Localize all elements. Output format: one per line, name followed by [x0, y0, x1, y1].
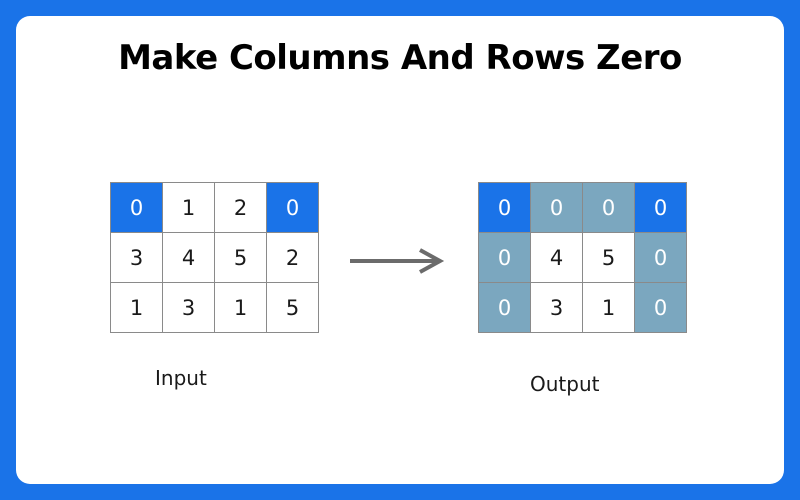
right-arrow-icon	[350, 248, 445, 274]
output-cell: 1	[582, 282, 635, 333]
input-cell: 4	[162, 232, 215, 283]
output-cell: 0	[634, 182, 687, 233]
input-cell: 0	[110, 182, 163, 233]
output-cell: 5	[582, 232, 635, 283]
input-caption: Input	[155, 366, 207, 390]
input-cell: 3	[110, 232, 163, 283]
output-cell: 0	[530, 182, 583, 233]
output-caption: Output	[530, 372, 600, 396]
output-cell: 0	[478, 282, 531, 333]
input-cell: 5	[266, 282, 319, 333]
output-cell: 4	[530, 232, 583, 283]
input-cell: 2	[266, 232, 319, 283]
output-cell: 0	[478, 232, 531, 283]
input-cell: 5	[214, 232, 267, 283]
input-cell: 0	[266, 182, 319, 233]
input-cell: 3	[162, 282, 215, 333]
output-cell: 0	[582, 182, 635, 233]
input-cell: 2	[214, 182, 267, 233]
input-cell: 1	[110, 282, 163, 333]
input-cell: 1	[162, 182, 215, 233]
output-cell: 0	[634, 282, 687, 333]
page-title: Make Columns And Rows Zero	[118, 38, 682, 78]
output-cell: 3	[530, 282, 583, 333]
output-cell: 0	[478, 182, 531, 233]
input-cell: 1	[214, 282, 267, 333]
output-cell: 0	[634, 232, 687, 283]
